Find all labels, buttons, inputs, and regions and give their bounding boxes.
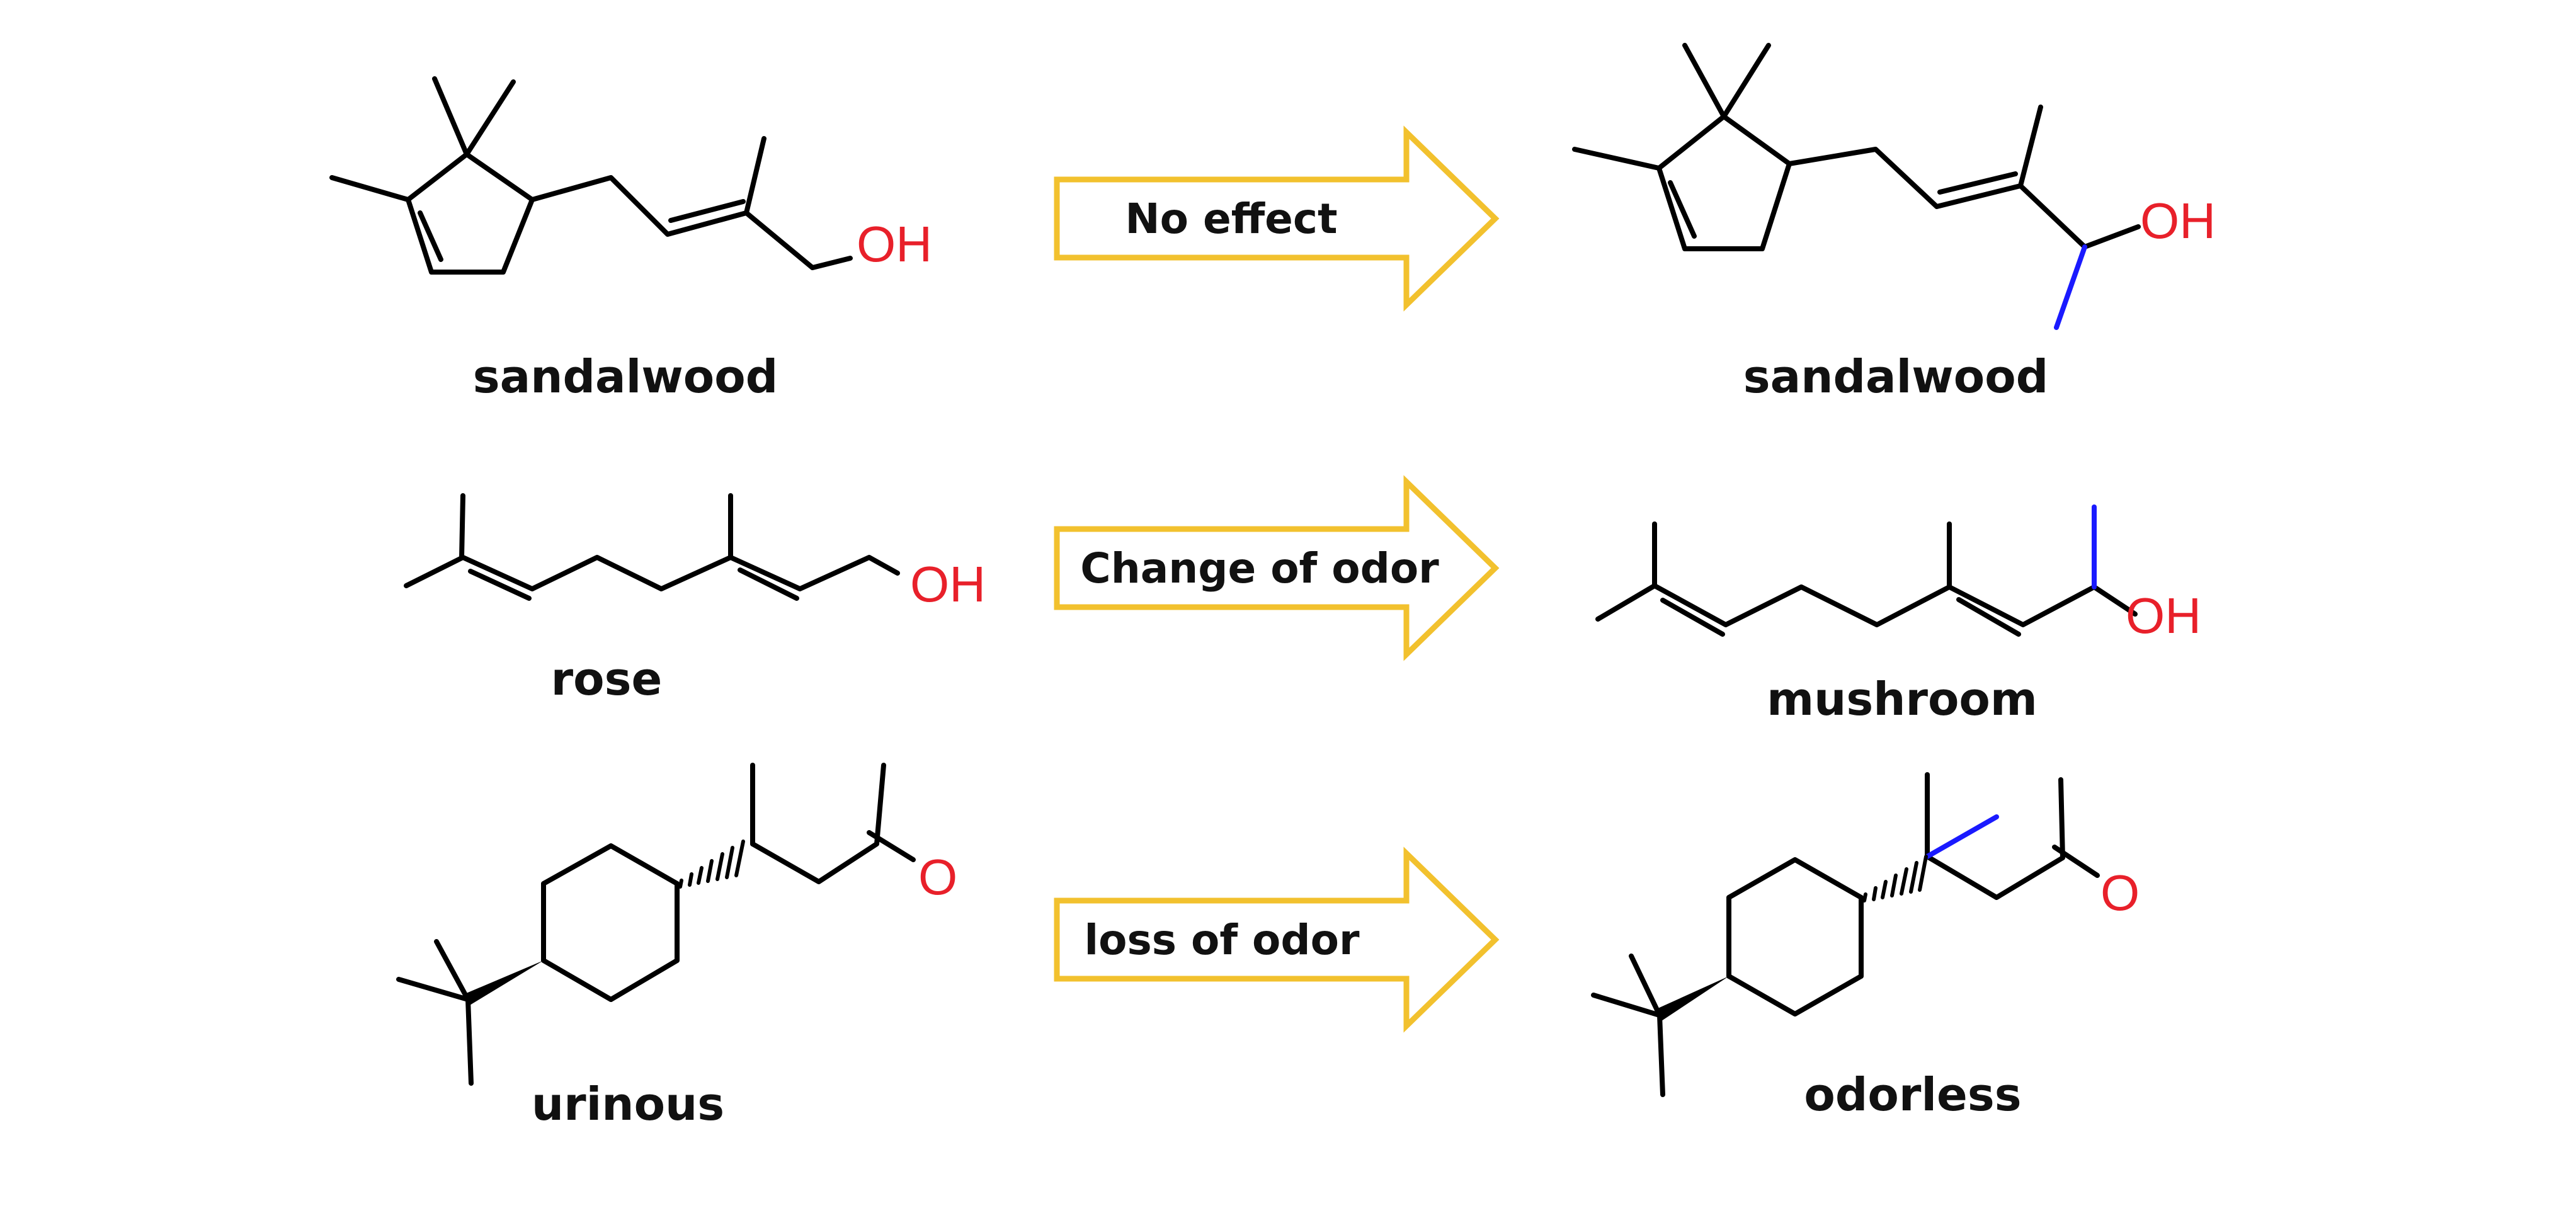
arrow-label-change-of-odor: Change of odor xyxy=(1080,544,1439,593)
molecule-rose xyxy=(404,493,900,601)
carbonyl-oxygen: O xyxy=(918,849,957,905)
molecule-urinous xyxy=(396,763,916,1086)
hydroxyl-atom: OH xyxy=(910,556,986,612)
arrow-label-loss-of-odor: loss of odor xyxy=(1084,916,1359,964)
hash-bond xyxy=(1862,855,1928,903)
arrow-change-of-odor xyxy=(1054,475,1500,661)
hydroxyl-atom: OH xyxy=(857,216,932,272)
added-methyl-bond xyxy=(2054,244,2087,330)
wedge-bond xyxy=(465,960,544,1005)
hash-bond xyxy=(678,840,745,889)
left-label-row1: sandalwood xyxy=(473,350,778,403)
right-label-row3: odorless xyxy=(1804,1068,2021,1121)
right-label-row1: sandalwood xyxy=(1743,350,2049,403)
hydroxyl-atom: OH xyxy=(2126,588,2201,644)
added-methyl-bond xyxy=(1925,814,1999,859)
arrow-no-effect xyxy=(1054,125,1500,312)
molecule-mushroom xyxy=(1595,521,2138,637)
arrow-label-no-effect: No effect xyxy=(1125,195,1337,243)
carbonyl-oxygen: O xyxy=(2100,865,2140,921)
left-label-row2: rose xyxy=(551,652,663,705)
molecule-sandalwood-right xyxy=(1572,43,2141,251)
left-label-row3: urinous xyxy=(532,1078,724,1130)
wedge-bond xyxy=(1656,976,1729,1021)
molecule-odorless xyxy=(1591,772,2100,1097)
arrow-loss-of-odor xyxy=(1054,846,1500,1033)
molecule-sandalwood-left xyxy=(329,76,853,275)
right-label-row2: mushroom xyxy=(1767,673,2037,726)
hydroxyl-atom: OH xyxy=(2140,193,2216,249)
